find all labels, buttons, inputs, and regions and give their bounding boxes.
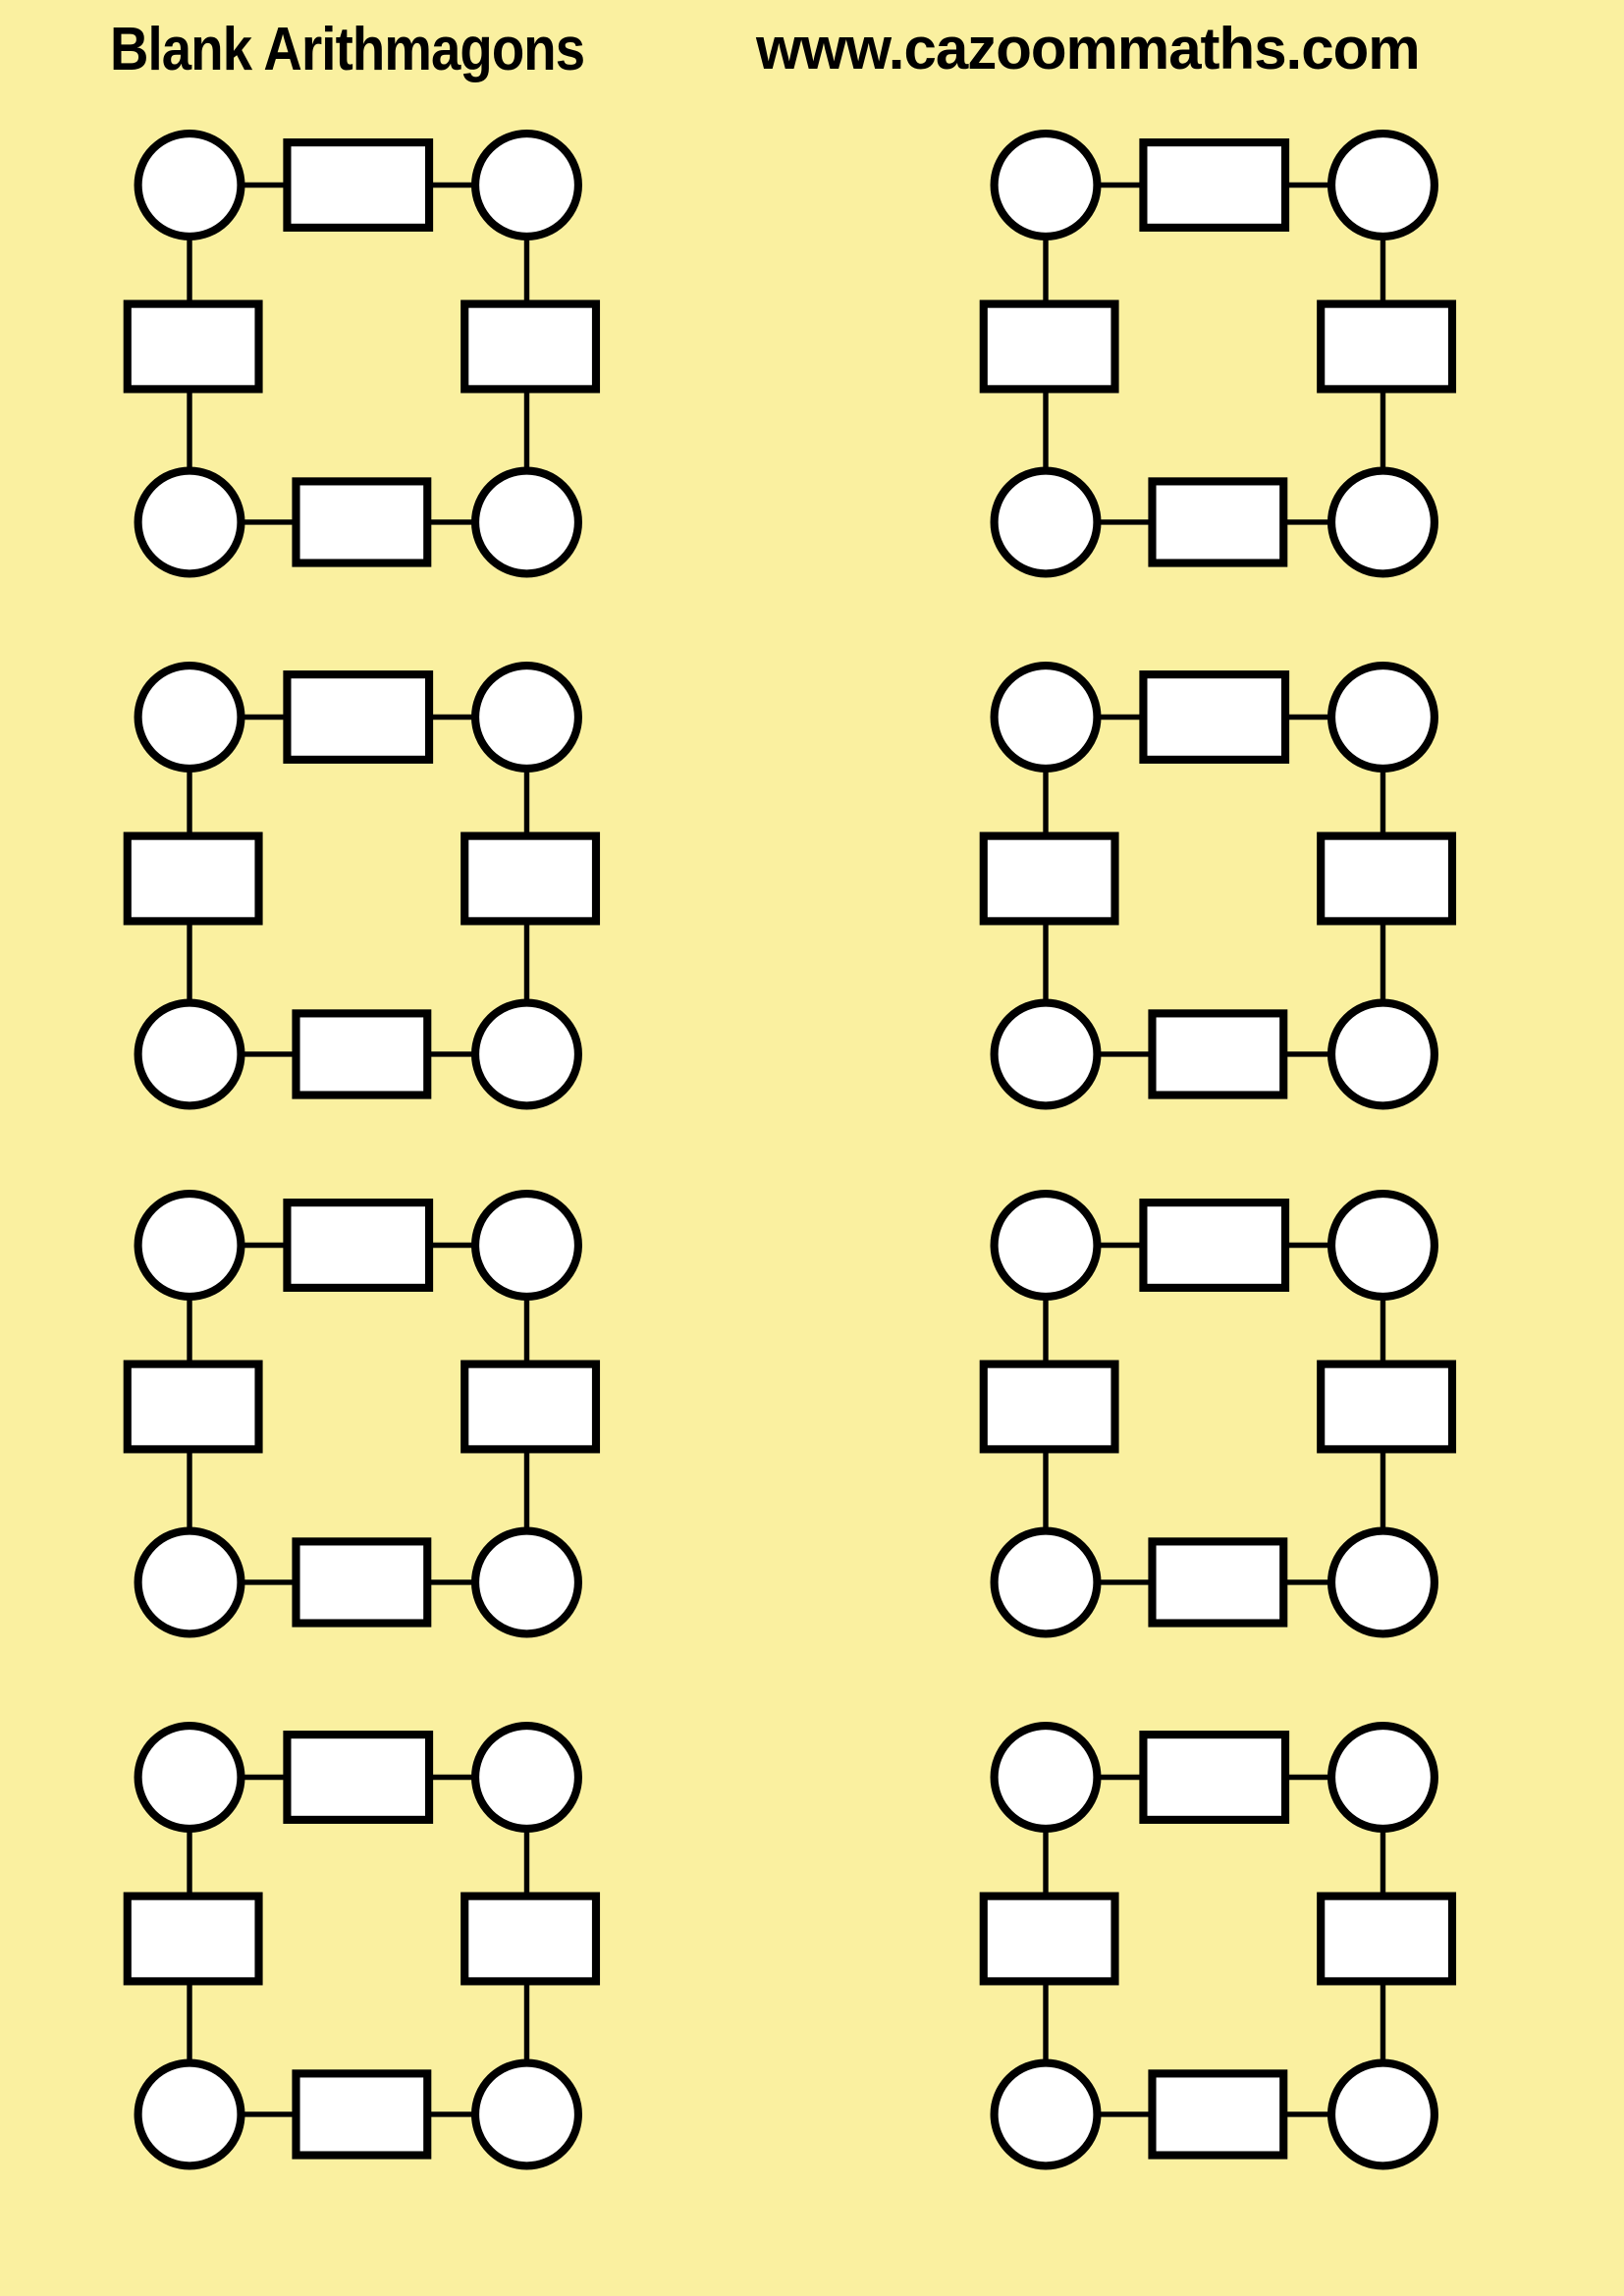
arithmagon-puzzle <box>913 1708 1492 2170</box>
arithmagon-circle-bottom-left[interactable] <box>134 998 245 1110</box>
arithmagon-box-bottom[interactable] <box>292 477 432 567</box>
arithmagon-circle-top-left[interactable] <box>990 130 1102 240</box>
arithmagon-box-right[interactable] <box>460 1892 601 1986</box>
arithmagon-circle-bottom-right[interactable] <box>470 998 582 1110</box>
arithmagon-circle-top-right[interactable] <box>470 130 582 240</box>
arithmagon-circle-bottom-right[interactable] <box>1326 2058 1438 2170</box>
arithmagon-puzzle <box>913 116 1492 578</box>
arithmagon-box-top[interactable] <box>283 670 434 764</box>
arithmagon-circle-bottom-left[interactable] <box>990 466 1102 578</box>
arithmagon-circle-bottom-left[interactable] <box>134 466 245 578</box>
arithmagon-circle-bottom-left[interactable] <box>990 1526 1102 1638</box>
arithmagon-circle-bottom-left[interactable] <box>990 998 1102 1110</box>
arithmagon-figure <box>979 130 1457 578</box>
arithmagon-box-top[interactable] <box>283 1199 434 1292</box>
page-title: Blank Arithmagons <box>110 16 585 83</box>
arithmagon-circle-top-left[interactable] <box>990 1722 1102 1833</box>
arithmagon-box-left[interactable] <box>123 831 263 926</box>
arithmagon-circle-top-right[interactable] <box>470 662 582 773</box>
arithmagon-box-left[interactable] <box>123 1360 263 1454</box>
worksheet-header: Blank Arithmagons www.cazoommaths.com <box>0 0 1624 106</box>
arithmagon-circle-bottom-right[interactable] <box>1326 466 1438 578</box>
arithmagon-circle-bottom-left[interactable] <box>134 1526 245 1638</box>
arithmagon-circle-top-left[interactable] <box>134 130 245 240</box>
arithmagon-circle-bottom-right[interactable] <box>470 1526 582 1638</box>
arithmagon-box-bottom[interactable] <box>292 1009 432 1099</box>
arithmagon-box-right[interactable] <box>1317 1892 1457 1986</box>
arithmagon-box-bottom[interactable] <box>292 1537 432 1628</box>
arithmagon-circle-top-left[interactable] <box>134 1190 245 1301</box>
arithmagon-box-right[interactable] <box>1317 1360 1457 1454</box>
arithmagon-circle-bottom-right[interactable] <box>1326 998 1438 1110</box>
arithmagon-puzzle <box>913 1176 1492 1638</box>
arithmagon-circle-top-right[interactable] <box>1326 130 1438 240</box>
arithmagon-box-right[interactable] <box>460 1360 601 1454</box>
arithmagon-figure <box>979 1722 1457 2170</box>
arithmagon-circle-bottom-left[interactable] <box>134 2058 245 2170</box>
arithmagon-box-top[interactable] <box>1139 1731 1290 1824</box>
arithmagon-box-top[interactable] <box>283 138 434 232</box>
arithmagon-box-left[interactable] <box>979 1892 1119 1986</box>
arithmagon-box-bottom[interactable] <box>1148 1009 1288 1099</box>
arithmagon-circle-top-left[interactable] <box>990 662 1102 773</box>
arithmagon-figure <box>123 130 601 578</box>
arithmagon-box-bottom[interactable] <box>292 2069 432 2160</box>
arithmagon-circle-top-right[interactable] <box>470 1722 582 1833</box>
arithmagon-box-left[interactable] <box>123 1892 263 1986</box>
arithmagon-box-left[interactable] <box>979 1360 1119 1454</box>
arithmagon-puzzle <box>913 648 1492 1110</box>
arithmagon-box-right[interactable] <box>460 299 601 394</box>
arithmagon-box-left[interactable] <box>979 831 1119 926</box>
arithmagon-figure <box>979 1190 1457 1638</box>
arithmagon-circle-bottom-left[interactable] <box>990 2058 1102 2170</box>
arithmagon-puzzle <box>57 648 636 1110</box>
arithmagon-figure <box>123 1190 601 1638</box>
arithmagon-circle-bottom-right[interactable] <box>1326 1526 1438 1638</box>
arithmagon-circle-bottom-right[interactable] <box>470 466 582 578</box>
arithmagon-box-right[interactable] <box>460 831 601 926</box>
arithmagon-box-bottom[interactable] <box>1148 1537 1288 1628</box>
arithmagon-circle-top-left[interactable] <box>134 662 245 773</box>
arithmagon-circle-top-right[interactable] <box>1326 1190 1438 1301</box>
site-url-text: www.cazoommaths.com <box>756 16 1421 81</box>
arithmagon-puzzle <box>57 1176 636 1638</box>
arithmagon-circle-top-right[interactable] <box>1326 1722 1438 1833</box>
arithmagon-box-bottom[interactable] <box>1148 2069 1288 2160</box>
arithmagon-box-left[interactable] <box>979 299 1119 394</box>
arithmagon-box-right[interactable] <box>1317 831 1457 926</box>
arithmagon-box-top[interactable] <box>283 1731 434 1824</box>
arithmagon-circle-top-right[interactable] <box>1326 662 1438 773</box>
arithmagon-circle-bottom-right[interactable] <box>470 2058 582 2170</box>
arithmagon-box-top[interactable] <box>1139 1199 1290 1292</box>
arithmagon-figure <box>123 1722 601 2170</box>
arithmagon-circle-top-left[interactable] <box>990 1190 1102 1301</box>
arithmagon-puzzle <box>57 1708 636 2170</box>
arithmagon-puzzle <box>57 116 636 578</box>
arithmagon-figure <box>123 662 601 1110</box>
arithmagon-figure <box>979 662 1457 1110</box>
arithmagon-circle-top-right[interactable] <box>470 1190 582 1301</box>
arithmagon-box-left[interactable] <box>123 299 263 394</box>
arithmagon-box-top[interactable] <box>1139 138 1290 232</box>
arithmagon-box-bottom[interactable] <box>1148 477 1288 567</box>
arithmagon-box-top[interactable] <box>1139 670 1290 764</box>
arithmagon-circle-top-left[interactable] <box>134 1722 245 1833</box>
arithmagon-box-right[interactable] <box>1317 299 1457 394</box>
